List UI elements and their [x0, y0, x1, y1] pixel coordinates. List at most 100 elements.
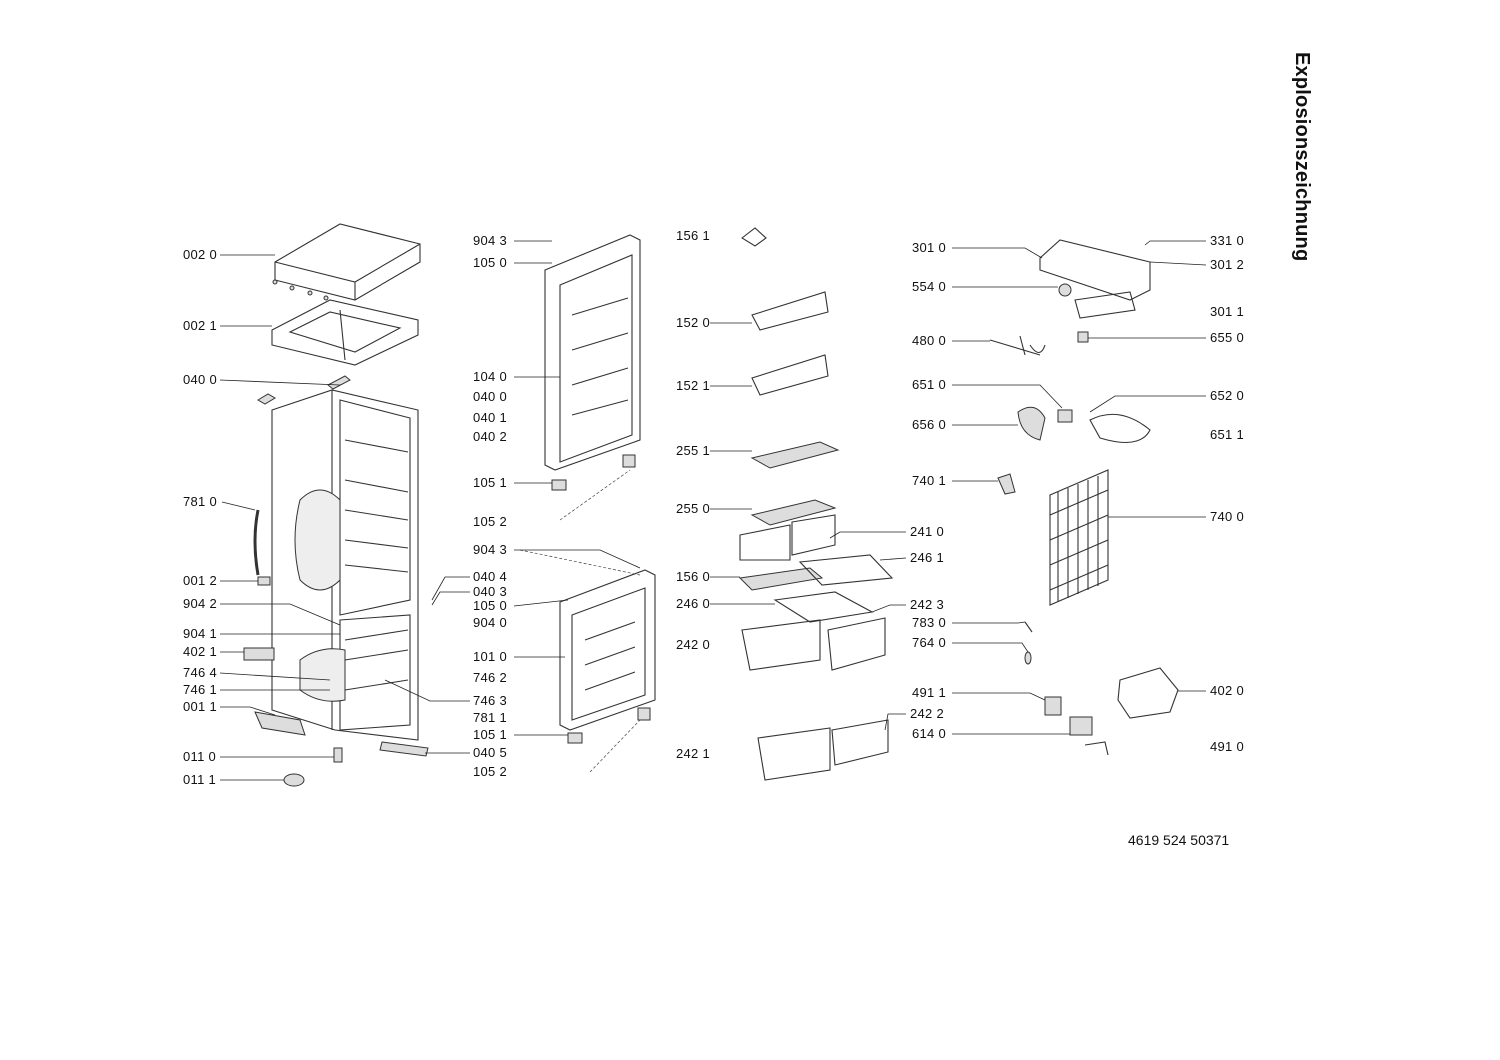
part-label: 105 1 — [473, 475, 508, 490]
part-label: 255 0 — [676, 501, 711, 516]
part-label: 101 0 — [473, 649, 508, 664]
drawer-front-part — [827, 617, 886, 671]
lower-door-part — [559, 569, 656, 731]
top-cover-part — [274, 223, 421, 301]
hinge-bracket-part — [257, 393, 276, 405]
part-label: 402 1 — [183, 644, 218, 659]
part-label: 651 1 — [1210, 427, 1245, 442]
part-label: 152 0 — [676, 315, 711, 330]
ice-tray-part — [738, 567, 824, 591]
filter-drier-part — [1024, 651, 1032, 665]
cabinet-part — [271, 389, 419, 741]
relay-part — [1069, 716, 1093, 736]
part-label: 040 5 — [473, 745, 508, 760]
part-label: 301 1 — [1210, 304, 1245, 319]
clamp-part — [1084, 741, 1109, 756]
part-label: 156 1 — [676, 228, 711, 243]
wiring-harness-part — [989, 335, 1046, 356]
part-label: 651 0 — [912, 377, 947, 392]
part-label: 105 1 — [473, 727, 508, 742]
part-label: 105 0 — [473, 598, 508, 613]
lamp-housing-part — [1039, 239, 1151, 301]
lower-door-hinge-part — [567, 732, 583, 744]
lower-door-stop-part — [637, 707, 651, 721]
condenser-part — [1049, 469, 1109, 606]
part-label: 614 0 — [912, 726, 947, 741]
part-label: 246 1 — [910, 550, 945, 565]
diagram-title: Explosionszeichnung — [1291, 52, 1313, 262]
leader-lines — [219, 240, 1207, 781]
switch-part — [1077, 331, 1089, 343]
part-label: 242 1 — [676, 746, 711, 761]
part-label: 491 1 — [912, 685, 947, 700]
lower-basket-part — [757, 727, 831, 781]
part-label: 746 3 — [473, 693, 508, 708]
bracket-part — [997, 473, 1016, 495]
foot-cap-part — [283, 773, 305, 787]
door-balcony-part — [751, 291, 829, 331]
egg-tray-part — [739, 514, 836, 561]
part-label: 105 2 — [473, 514, 508, 529]
lamp-cover-part — [1074, 291, 1136, 319]
part-label: 001 2 — [183, 573, 218, 588]
document-number: 4619 524 50371 — [1128, 832, 1230, 848]
part-label: 242 3 — [910, 597, 945, 612]
drawer-cover-part — [773, 591, 874, 623]
door-hinge-part — [551, 479, 567, 491]
part-label: 480 0 — [912, 333, 947, 348]
part-label: 904 0 — [473, 615, 508, 630]
part-label: 040 0 — [183, 372, 218, 387]
door-stop-part — [622, 454, 636, 468]
part-label: 904 2 — [183, 596, 218, 611]
capillary-part — [1024, 621, 1033, 633]
adjustable-foot-part — [333, 747, 343, 763]
part-label: 491 0 — [1210, 739, 1245, 754]
shelf-part — [750, 499, 837, 526]
glass-shelf-part — [750, 441, 840, 469]
part-label: 656 0 — [912, 417, 947, 432]
part-label: 001 1 — [183, 699, 218, 714]
tray-part — [798, 554, 894, 586]
screws-part — [272, 279, 329, 301]
part-label: 554 0 — [912, 279, 947, 294]
part-label: 152 1 — [676, 378, 711, 393]
thermostat-cover-part — [1089, 413, 1151, 444]
part-label: 255 1 — [676, 443, 711, 458]
basket-part — [741, 619, 821, 671]
part-label: 040 1 — [473, 410, 508, 425]
part-label: 746 4 — [183, 665, 218, 680]
part-label: 652 0 — [1210, 388, 1245, 403]
part-label: 002 0 — [183, 247, 218, 262]
thermostat-part — [1057, 409, 1073, 423]
thermostat-knob-part — [1017, 406, 1046, 441]
part-label: 011 1 — [183, 772, 217, 787]
upper-door-part — [544, 234, 641, 471]
part-label: 040 4 — [473, 569, 508, 584]
compressor-part — [1117, 667, 1179, 719]
control-box-part — [243, 647, 275, 661]
part-label: 156 0 — [676, 569, 711, 584]
part-label: 301 0 — [912, 240, 947, 255]
part-label: 040 0 — [473, 389, 508, 404]
part-label: 104 0 — [473, 369, 508, 384]
part-label: 781 0 — [183, 494, 218, 509]
part-label: 105 2 — [473, 764, 508, 779]
part-label: 746 1 — [183, 682, 218, 697]
part-label: 781 1 — [473, 710, 508, 725]
part-label: 655 0 — [1210, 330, 1245, 345]
part-label: 904 3 — [473, 233, 508, 248]
relay-cover-part — [1044, 696, 1062, 716]
part-label: 241 0 — [910, 524, 945, 539]
part-label: 783 0 — [912, 615, 947, 630]
part-label: 764 0 — [912, 635, 947, 650]
part-label: 242 0 — [676, 637, 711, 652]
lamp-holder-part — [1058, 283, 1072, 297]
lower-drawer-front-part — [831, 719, 889, 766]
part-label: 746 2 — [473, 670, 508, 685]
part-label: 246 0 — [676, 596, 711, 611]
part-label: 301 2 — [1210, 257, 1245, 272]
part-label: 740 0 — [1210, 509, 1245, 524]
part-label: 002 1 — [183, 318, 218, 333]
